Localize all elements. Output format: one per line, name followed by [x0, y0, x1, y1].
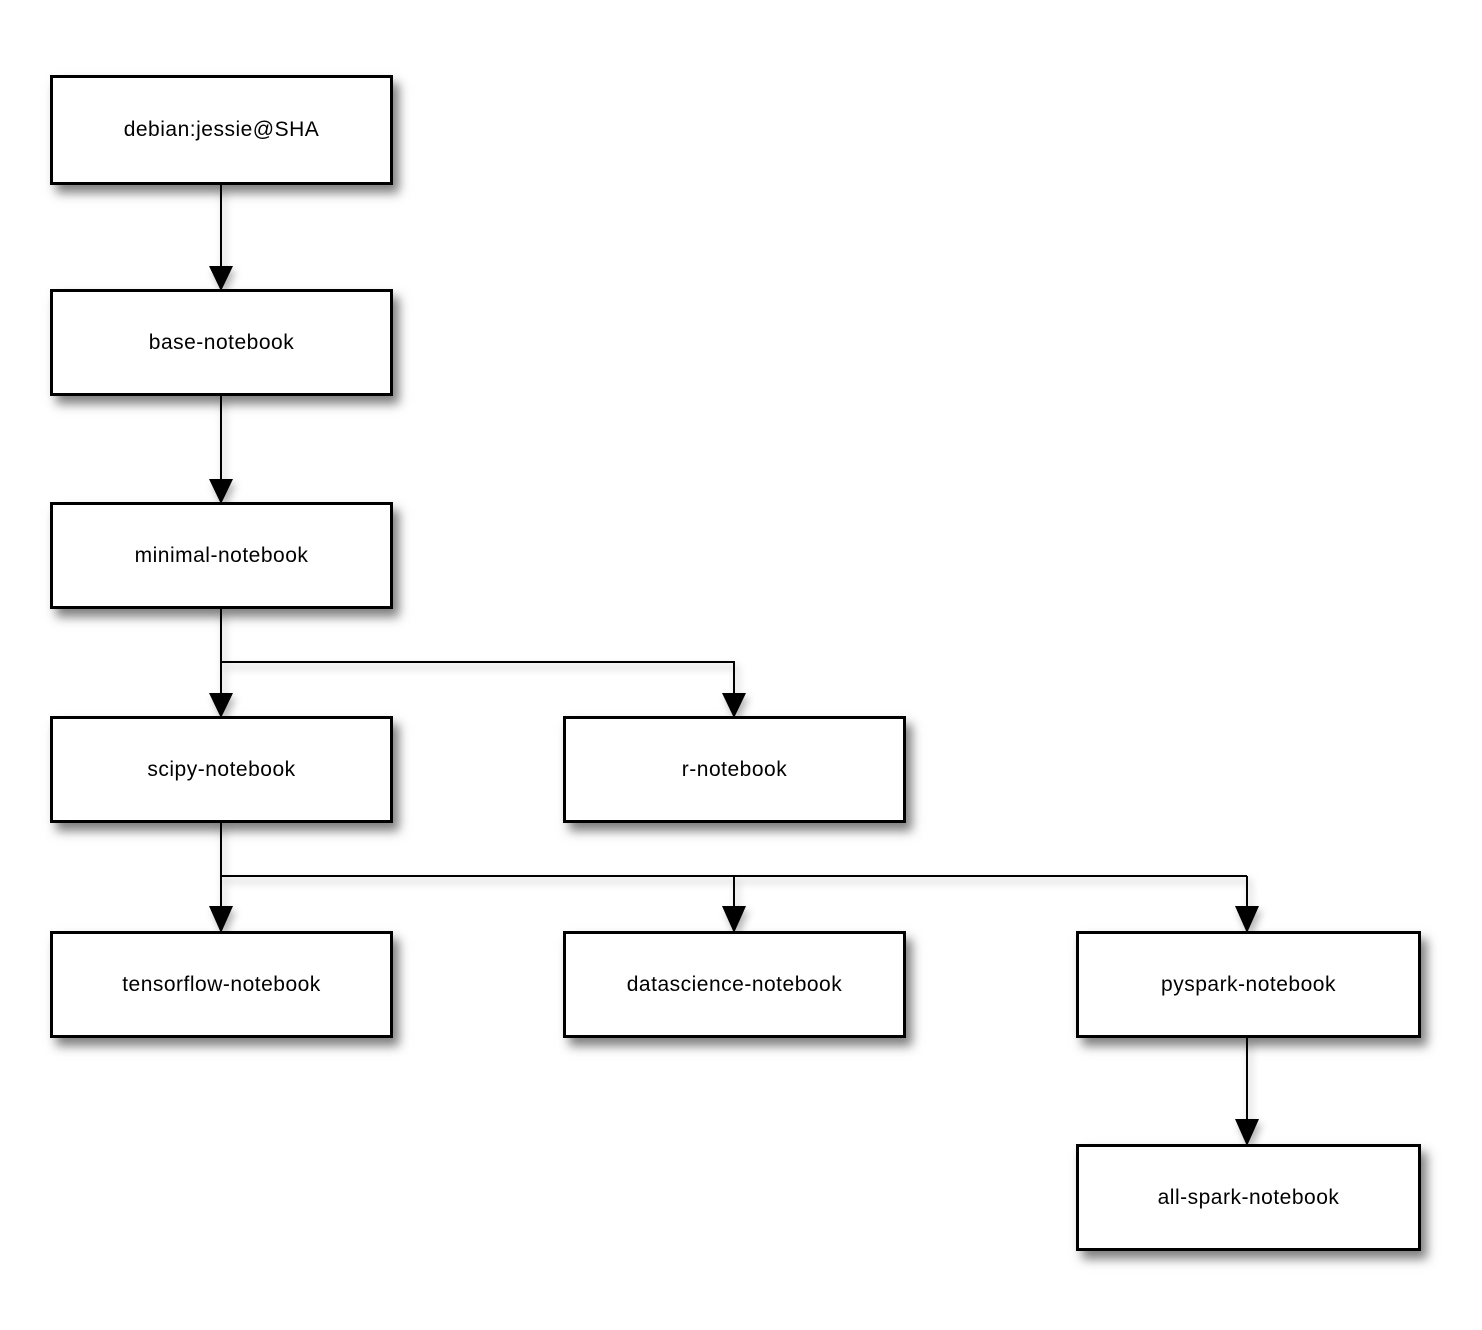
node-debian-jessie: debian:jessie@SHA [50, 75, 393, 185]
node-scipy-notebook: scipy-notebook [50, 716, 393, 823]
node-base-notebook: base-notebook [50, 289, 393, 396]
node-all-spark-notebook: all-spark-notebook [1076, 1144, 1421, 1251]
arrowhead-scipy [209, 693, 233, 718]
arrowhead-pyspark [1235, 906, 1259, 933]
edge-arrowheads [209, 266, 1259, 1146]
arrowhead-allspark [1235, 1119, 1259, 1146]
arrowhead-r [722, 693, 746, 718]
arrowhead-minimal [209, 479, 233, 504]
node-tensorflow-notebook: tensorflow-notebook [50, 931, 393, 1038]
node-label: datascience-notebook [626, 972, 843, 996]
arrowhead-base [209, 266, 233, 291]
node-label: debian:jessie@SHA [123, 118, 320, 141]
edge-minimal-to-r [221, 661, 735, 695]
arrowhead-datascience [722, 906, 746, 933]
node-r-notebook: r-notebook [563, 716, 906, 823]
node-label: all-spark-notebook [1157, 1185, 1340, 1209]
node-pyspark-notebook: pyspark-notebook [1076, 931, 1421, 1038]
arrowhead-tensorflow [209, 906, 233, 933]
node-label: pyspark-notebook [1161, 972, 1336, 996]
edge-lines [220, 185, 1248, 1121]
node-minimal-notebook: minimal-notebook [50, 502, 393, 609]
node-label: minimal-notebook [134, 543, 309, 567]
node-label: scipy-notebook [147, 757, 296, 781]
node-label: tensorflow-notebook [122, 972, 321, 996]
node-label: base-notebook [148, 330, 295, 354]
node-label: r-notebook [681, 757, 788, 781]
node-datascience-notebook: datascience-notebook [563, 931, 906, 1038]
